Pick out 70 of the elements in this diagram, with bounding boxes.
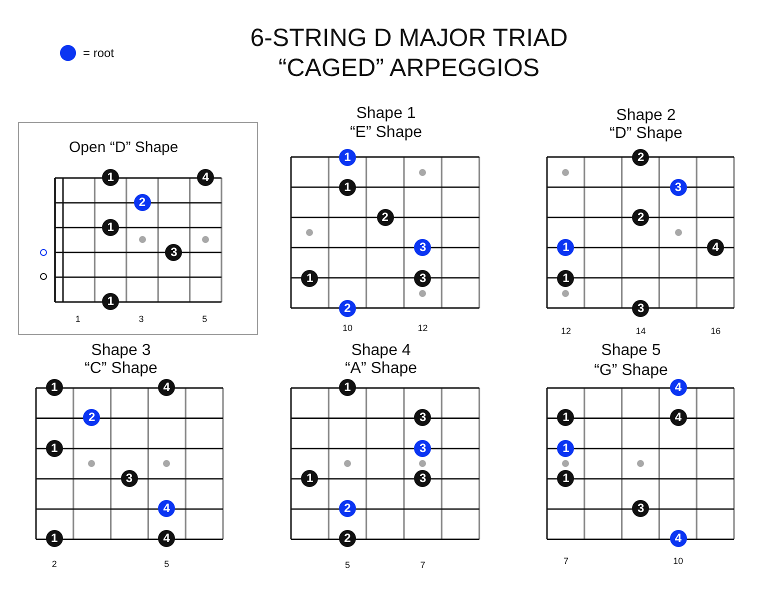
- finger-dot: 4: [670, 379, 687, 396]
- finger-dot: 3: [120, 470, 138, 487]
- finger-dot: 4: [158, 379, 176, 396]
- fret-number: 3: [138, 314, 144, 324]
- chart-subheading: “E” Shape: [350, 124, 422, 142]
- finger-dot: 3: [632, 500, 650, 518]
- finger-dot: 2: [376, 209, 394, 226]
- finger-dot: 1: [102, 169, 120, 186]
- chart-subheading: “G” Shape: [594, 362, 668, 380]
- finger-dot: 4: [670, 409, 687, 426]
- finger-dot: 3: [414, 239, 432, 256]
- fret-number: 7: [564, 556, 568, 566]
- finger-dot: 2: [83, 409, 100, 426]
- finger-dot: 1: [102, 293, 120, 310]
- chart-heading: Shape 3: [91, 342, 151, 360]
- fret-number: 5: [202, 314, 208, 324]
- finger-dot: 4: [707, 239, 724, 256]
- finger-dot: 1: [557, 470, 574, 487]
- finger-dot: 2: [338, 500, 356, 518]
- finger-dot: 1: [557, 239, 574, 256]
- finger-dot: 1: [338, 178, 356, 196]
- finger-dot: 3: [414, 409, 432, 426]
- finger-dot: 3: [670, 178, 687, 196]
- finger-dot: 1: [557, 409, 574, 426]
- finger-dot: 3: [414, 440, 432, 457]
- fret-number: 7: [420, 560, 426, 570]
- diagram-panel: [18, 122, 258, 335]
- finger-dot: 2: [632, 148, 650, 166]
- finger-dot: 3: [414, 470, 432, 487]
- finger-dot: 4: [158, 530, 176, 548]
- fret-number: 5: [344, 560, 350, 570]
- fret-number: 12: [561, 326, 571, 336]
- finger-dot: 2: [632, 209, 650, 226]
- fret-number: 12: [418, 323, 428, 334]
- finger-dot: 1: [46, 530, 63, 548]
- finger-dot: 1: [557, 270, 574, 287]
- finger-dot: 1: [102, 218, 120, 236]
- finger-dot: 1: [338, 379, 356, 396]
- diagram-title: 6-STRING D MAJOR TRIAD “CAGED” ARPEGGIOS: [249, 23, 569, 83]
- finger-dot: 1: [557, 440, 574, 457]
- finger-dot: 2: [134, 194, 151, 211]
- finger-dot: 4: [670, 530, 687, 548]
- fret-number: 2: [52, 559, 57, 570]
- finger-dot: 1: [301, 270, 318, 287]
- finger-dot: 4: [197, 169, 214, 186]
- chart-subheading: “D” Shape: [610, 125, 682, 143]
- panel-heading: Open “D” Shape: [69, 138, 178, 157]
- finger-dot: 4: [158, 500, 176, 518]
- finger-dot: 1: [338, 148, 356, 166]
- chart-subheading: “C” Shape: [84, 360, 158, 378]
- chart-subheading: “A” Shape: [344, 360, 418, 378]
- finger-dot: 3: [632, 300, 650, 317]
- fret-number: 5: [164, 559, 170, 570]
- finger-dot: 3: [414, 270, 432, 287]
- chart-heading: Shape 4: [351, 342, 411, 360]
- finger-dot: 1: [46, 379, 63, 396]
- legend-label: = root: [83, 45, 114, 61]
- fret-number: 10: [673, 556, 684, 566]
- fret-number: 10: [342, 323, 352, 334]
- chart-heading: Shape 2: [616, 106, 676, 125]
- fret-number: 1: [75, 314, 80, 324]
- finger-dot: 2: [338, 530, 356, 548]
- fret-number: 16: [710, 326, 721, 336]
- finger-dot: 2: [338, 300, 356, 317]
- finger-dot: 3: [165, 244, 182, 261]
- finger-dot: 1: [46, 440, 63, 457]
- chart-heading: Shape 5: [601, 342, 661, 360]
- fret-number: 14: [636, 326, 646, 336]
- finger-dot: 1: [301, 470, 318, 487]
- chart-heading: Shape 1: [356, 105, 416, 123]
